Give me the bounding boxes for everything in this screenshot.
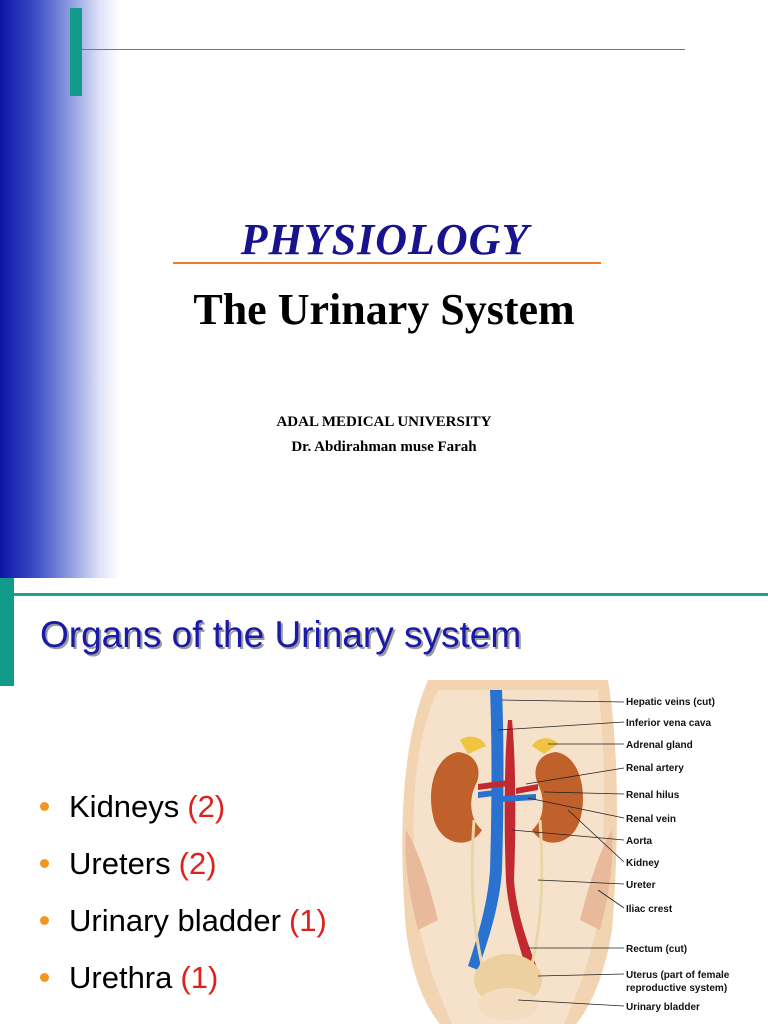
bullet-icon — [40, 973, 49, 982]
list-item: Kidneys (2) — [40, 778, 327, 835]
left-gradient-bar — [0, 0, 120, 578]
slide-subtitle: The Urinary System — [193, 285, 575, 334]
organ-name: Urinary bladder — [69, 902, 281, 938]
bullet-icon — [40, 802, 49, 811]
label-renal-hilus: Renal hilus — [626, 790, 680, 801]
organ-name: Ureters — [69, 845, 171, 881]
bullet-icon — [40, 916, 49, 925]
slide-title: PHYSIOLOGY — [240, 215, 530, 264]
teal-header-line — [14, 593, 768, 596]
label-rectum: Rectum (cut) — [626, 944, 687, 955]
label-hepatic-veins: Hepatic veins (cut) — [626, 697, 715, 708]
organ-count: (2) — [187, 788, 226, 824]
list-item: Urinary bladder (1) — [40, 892, 327, 949]
label-inferior-vena-cava: Inferior vena cava — [626, 718, 711, 729]
urinary-system-illustration: Hepatic veins (cut) Inferior vena cava A… — [402, 680, 730, 1024]
label-ureter: Ureter — [626, 880, 656, 891]
organ-name: Urethra — [69, 959, 173, 995]
title-underline — [173, 262, 601, 264]
institution-name: ADAL MEDICAL UNIVERSITY — [276, 414, 492, 430]
label-renal-vein: Renal vein — [626, 814, 676, 825]
organ-count: (1) — [288, 902, 327, 938]
author-name: Dr. Abdirahman muse Farah — [291, 439, 477, 455]
label-renal-artery: Renal artery — [626, 763, 684, 774]
teal-accent-bar — [0, 578, 14, 686]
title-slide: PHYSIOLOGY The Urinary System ADAL MEDIC… — [0, 0, 685, 578]
label-kidney: Kidney — [626, 858, 660, 869]
label-adrenal-gland: Adrenal gland — [626, 740, 693, 751]
organs-slide: Organs of the Urinary system Kidneys (2)… — [0, 578, 768, 1024]
list-item: Ureters (2) — [40, 835, 327, 892]
teal-header-line — [82, 49, 685, 50]
organ-list: Kidneys (2) Ureters (2) Urinary bladder … — [40, 778, 327, 1006]
label-iliac-crest: Iliac crest — [626, 904, 673, 915]
teal-accent-bar — [70, 8, 82, 96]
organ-name: Kidneys — [69, 788, 180, 824]
bullet-icon — [40, 859, 49, 868]
label-aorta: Aorta — [626, 836, 653, 847]
organ-count: (2) — [178, 845, 217, 881]
organ-count: (1) — [180, 959, 219, 995]
slide-heading: Organs of the Urinary system — [40, 614, 522, 655]
label-uterus: Uterus (part of female — [626, 970, 730, 981]
label-urinary-bladder: Urinary bladder — [626, 1002, 700, 1013]
label-uterus-cont: reproductive system) — [626, 983, 727, 994]
list-item: Urethra (1) — [40, 949, 327, 1006]
